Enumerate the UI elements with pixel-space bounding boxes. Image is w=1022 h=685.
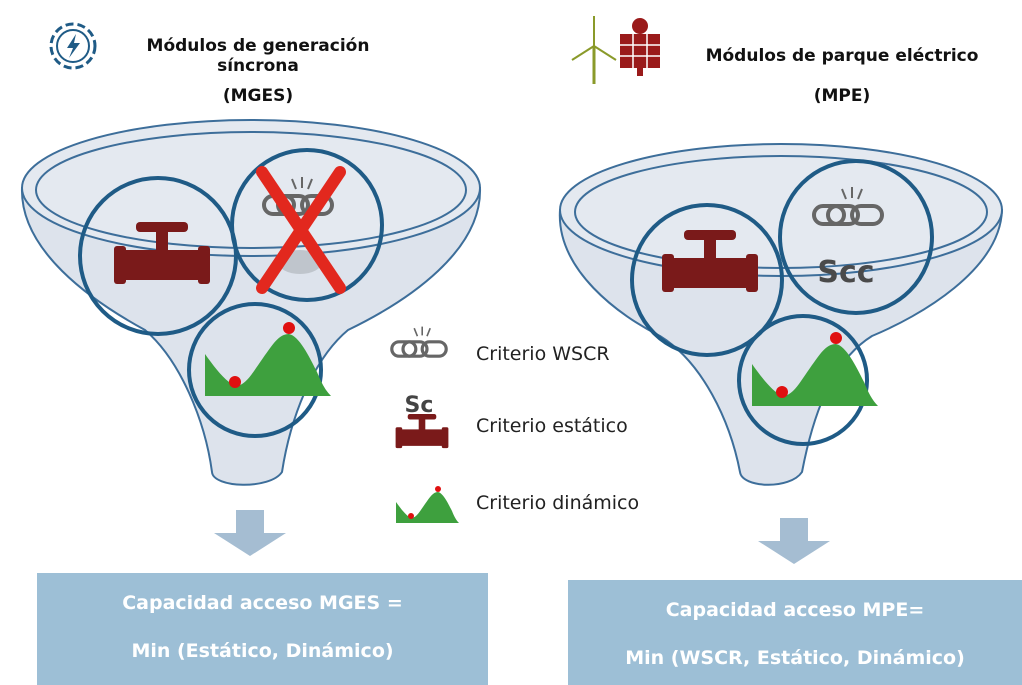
right-result-line1: Capacidad acceso MPE= (665, 599, 925, 621)
legend-hill-icon (396, 486, 459, 523)
wind-turbine-icon (571, 16, 617, 84)
right-title-line2: (MPE) (813, 86, 871, 106)
legend-dynamic-label: Criterio dinámico (476, 492, 640, 514)
right-static-circle (630, 203, 784, 357)
gear-lightning-icon (49, 22, 97, 70)
cross-icon (256, 166, 346, 294)
legend-chain-icon (390, 325, 448, 358)
left-dynamic-circle (187, 302, 331, 438)
solar-panel-icon (620, 18, 660, 76)
legend: Sc (390, 325, 459, 523)
right-title-line1: Módulos de parque eléctrico (705, 46, 979, 66)
left-result-box: Capacidad acceso MGES = Min (Estático, D… (37, 573, 488, 685)
left-wscr-circle (230, 148, 384, 302)
scc-label: Scc (817, 255, 874, 290)
legend-wscr-label: Criterio WSCR (476, 343, 610, 365)
left-title-line1: Módulos de generación síncrona (146, 36, 370, 76)
right-down-arrow-icon (758, 518, 830, 564)
left-title: Módulos de generación síncrona (MGES) (108, 36, 408, 106)
right-dynamic-circle (737, 314, 878, 446)
legend-pipe-icon (395, 414, 449, 449)
right-result-line2: Min (WSCR, Estático, Dinámico) (625, 647, 965, 669)
left-title-line2: (MGES) (222, 86, 294, 106)
right-result-box: Capacidad acceso MPE= Min (WSCR, Estátic… (568, 580, 1022, 685)
left-static-circle (78, 176, 238, 336)
legend-static-label: Criterio estático (476, 415, 628, 437)
right-wscr-circle: Scc (778, 159, 934, 315)
left-result-line1: Capacidad acceso MGES = (122, 592, 403, 614)
right-title: Módulos de parque eléctrico (MPE) (672, 46, 1012, 106)
left-result-line2: Min (Estático, Dinámico) (131, 640, 394, 662)
left-down-arrow-icon (214, 510, 286, 556)
legend-static-symbol: Sc (405, 393, 434, 418)
